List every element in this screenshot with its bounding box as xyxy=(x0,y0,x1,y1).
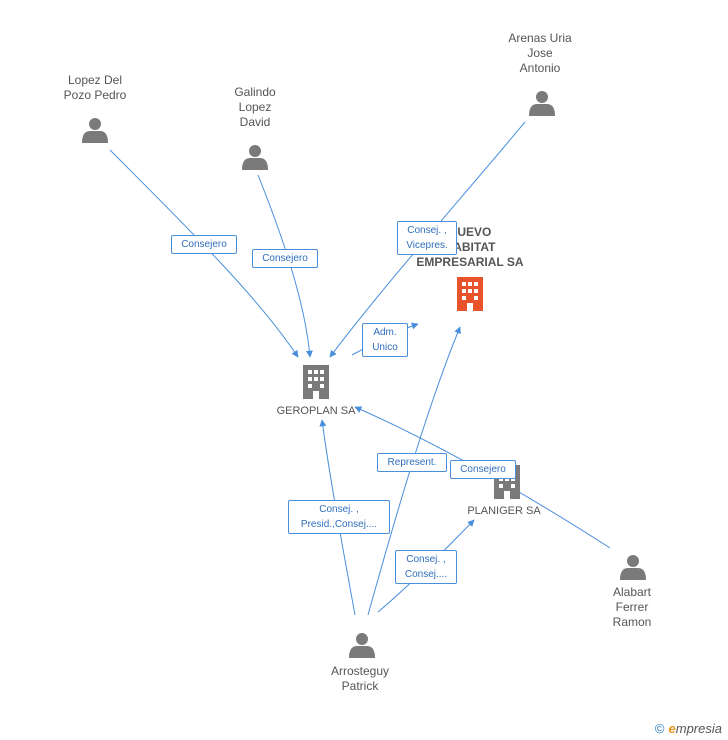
person-label-galindo[interactable]: Galindo Lopez David xyxy=(234,85,276,129)
edge-label-lopez-geroplan[interactable]: Consejero xyxy=(171,235,237,254)
edge-label-geroplan-nuevo[interactable]: Adm. Unico xyxy=(362,323,408,357)
person-icon[interactable] xyxy=(82,118,108,143)
building-icon[interactable] xyxy=(303,365,329,399)
edge-label-arenas-geroplan[interactable]: Consej. , Vicepres. xyxy=(397,221,457,255)
person-label-arrosteguy[interactable]: Arrosteguy Patrick xyxy=(330,664,390,693)
person-icon[interactable] xyxy=(242,145,268,170)
brand-initial: e xyxy=(668,721,676,736)
brand-watermark: ©empresia xyxy=(655,721,722,736)
edge-label-arrosteguy-planiger[interactable]: Consej. , Consej.... xyxy=(395,550,457,584)
edge-label-galindo-geroplan[interactable]: Consejero xyxy=(252,249,318,268)
company-label-geroplan[interactable]: GEROPLAN SA xyxy=(276,405,356,417)
edge-label-arrosteguy-geroplan[interactable]: Consej. , Presid.,Consej.... xyxy=(288,500,390,534)
copyright-symbol: © xyxy=(654,721,665,736)
person-label-alabart[interactable]: Alabart Ferrer Ramon xyxy=(612,585,652,629)
edge-label-arrosteguy-nuevo[interactable]: Represent. xyxy=(377,453,447,472)
edge-lopez-geroplan xyxy=(109,149,299,358)
person-icon[interactable] xyxy=(620,555,646,580)
brand-name: mpresia xyxy=(675,721,722,736)
person-icon[interactable] xyxy=(349,633,375,658)
building-icon[interactable] xyxy=(457,277,483,311)
person-icon[interactable] xyxy=(529,91,555,116)
person-label-lopez-del-pozo[interactable]: Lopez Del Pozo Pedro xyxy=(63,73,127,102)
company-label-nuevo-habitat[interactable]: NUEVO HABITAT EMPRESARIAL SA xyxy=(416,225,524,269)
company-label-planiger[interactable]: PLANIGER SA xyxy=(467,505,541,517)
edge-label-alabart-geroplan[interactable]: Consejero xyxy=(450,460,516,479)
person-label-arenas[interactable]: Arenas Uria Jose Antonio xyxy=(508,31,572,75)
